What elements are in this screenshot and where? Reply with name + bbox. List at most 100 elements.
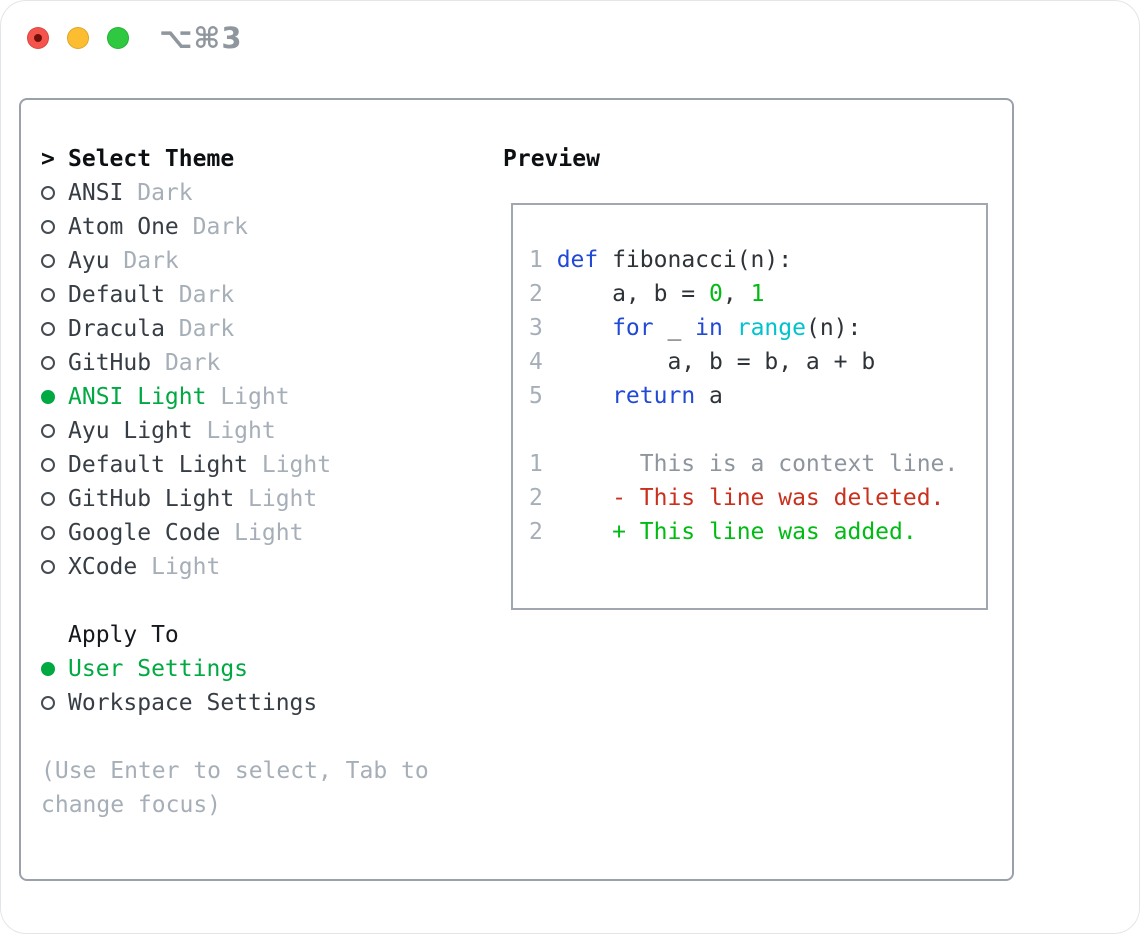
theme-variant: Light	[137, 554, 221, 580]
apply-to-option[interactable]: User Settings	[41, 652, 487, 686]
line-number: 1	[529, 451, 543, 477]
code-segment-keyword: in	[695, 315, 723, 341]
theme-variant: Dark	[164, 282, 235, 308]
preview-code-line: 4 a, b = b, a + b	[529, 349, 986, 383]
code-segment-number: 0	[709, 281, 723, 307]
code-segment-deleted: - This line was deleted.	[556, 485, 945, 511]
preview-code-line: 3 for _ in range(n):	[529, 315, 986, 349]
theme-variant: Light	[192, 418, 276, 444]
radio-selected-icon	[41, 390, 55, 404]
theme-option-label: Default Light	[68, 452, 249, 478]
radio-unselected-icon	[41, 526, 55, 540]
radio-unselected-icon	[41, 254, 55, 268]
apply-to-option[interactable]: Workspace Settings	[41, 686, 487, 720]
preview-diff-line: 2 + This line was added.	[529, 519, 986, 553]
code-segment-default	[723, 315, 737, 349]
theme-option-label: Default	[68, 282, 165, 308]
apply-to-option-label: Workspace Settings	[68, 690, 318, 716]
code-segment-added: + This line was added.	[556, 519, 917, 545]
theme-option-label: Google Code	[68, 520, 221, 546]
window-controls	[27, 27, 147, 49]
theme-option-label: XCode	[68, 554, 138, 580]
preview-diff-line: 2 - This line was deleted.	[529, 485, 986, 519]
theme-option[interactable]: Atom One Dark	[41, 210, 487, 244]
line-number: 4	[529, 349, 543, 375]
radio-unselected-icon	[41, 458, 55, 472]
theme-option[interactable]: XCode Light	[41, 550, 487, 584]
apply-to-header: Apply To	[68, 622, 179, 648]
theme-variant: Light	[206, 384, 290, 410]
code-segment-default: a, b = b, a + b	[556, 349, 876, 375]
theme-variant: Dark	[123, 180, 193, 206]
code-segment-default: (n):	[805, 315, 862, 341]
spacer	[41, 584, 487, 618]
help-text: (Use Enter to select, Tab to change focu…	[41, 758, 429, 818]
radio-unselected-icon	[41, 424, 55, 438]
close-button[interactable]	[27, 27, 49, 49]
theme-option[interactable]: ANSI Dark	[41, 176, 487, 210]
select-theme-header: > Select Theme	[41, 142, 487, 176]
window-hotkey: ⌥⌘3	[159, 21, 243, 55]
select-theme-title: Select Theme	[68, 146, 235, 172]
line-number	[529, 417, 543, 451]
preview-code-line: 2 a, b = 0, 1	[529, 281, 986, 315]
theme-option-label: Dracula	[68, 316, 165, 342]
apply-to-option-label: User Settings	[68, 656, 249, 682]
theme-option[interactable]: Default Light Light	[41, 448, 487, 482]
theme-option-label: Atom One	[68, 214, 179, 240]
theme-variant: Light	[234, 486, 318, 512]
radio-unselected-icon	[41, 322, 55, 336]
theme-variant: Dark	[109, 248, 179, 274]
theme-option-label: Ayu Light	[68, 418, 193, 444]
radio-unselected-icon	[41, 220, 55, 234]
theme-variant: Light	[220, 520, 304, 546]
code-segment-context: This is a context line.	[556, 451, 959, 477]
theme-option-label: GitHub	[68, 350, 152, 376]
preview-code-line: 5 return a	[529, 383, 986, 417]
theme-option[interactable]: Ayu Light Light	[41, 414, 487, 448]
theme-option[interactable]: ANSI Light Light	[41, 380, 487, 414]
spacer	[41, 720, 487, 754]
minimize-button[interactable]	[67, 27, 89, 49]
code-segment-default: ,	[722, 281, 751, 307]
code-segment-default: fibonacci(n):	[598, 247, 793, 273]
code-segment-builtin: range	[736, 315, 806, 341]
code-segment-keyword: return	[612, 383, 696, 409]
theme-variant: Dark	[151, 350, 221, 376]
radio-unselected-icon	[41, 288, 55, 302]
code-segment-number: 1	[750, 281, 765, 307]
theme-option[interactable]: Dracula Dark	[41, 312, 487, 346]
code-segment-default: _	[653, 315, 696, 341]
preview-blank-line	[529, 417, 986, 451]
theme-option[interactable]: Google Code Light	[41, 516, 487, 550]
line-number: 2	[529, 519, 543, 545]
line-number: 1	[529, 247, 543, 273]
theme-option-label: Ayu	[68, 248, 110, 274]
code-segment-keyword: for	[612, 315, 654, 341]
theme-variant: Light	[248, 452, 332, 478]
theme-option[interactable]: GitHub Dark	[41, 346, 487, 380]
code-segment-default	[557, 315, 612, 349]
theme-option[interactable]: Default Dark	[41, 278, 487, 312]
radio-unselected-icon	[41, 186, 55, 200]
theme-variant: Dark	[164, 316, 235, 342]
selection-caret-icon: >	[41, 146, 55, 172]
radio-unselected-icon	[41, 356, 55, 370]
zoom-button[interactable]	[107, 27, 129, 49]
radio-unselected-icon	[41, 696, 55, 710]
line-number: 2	[529, 281, 543, 307]
line-number: 5	[529, 383, 543, 409]
radio-unselected-icon	[41, 492, 55, 506]
theme-option[interactable]: GitHub Light Light	[41, 482, 487, 516]
theme-option-label: ANSI Light	[68, 384, 207, 410]
theme-option[interactable]: Ayu Dark	[41, 244, 487, 278]
code-segment-default: a	[695, 383, 723, 409]
